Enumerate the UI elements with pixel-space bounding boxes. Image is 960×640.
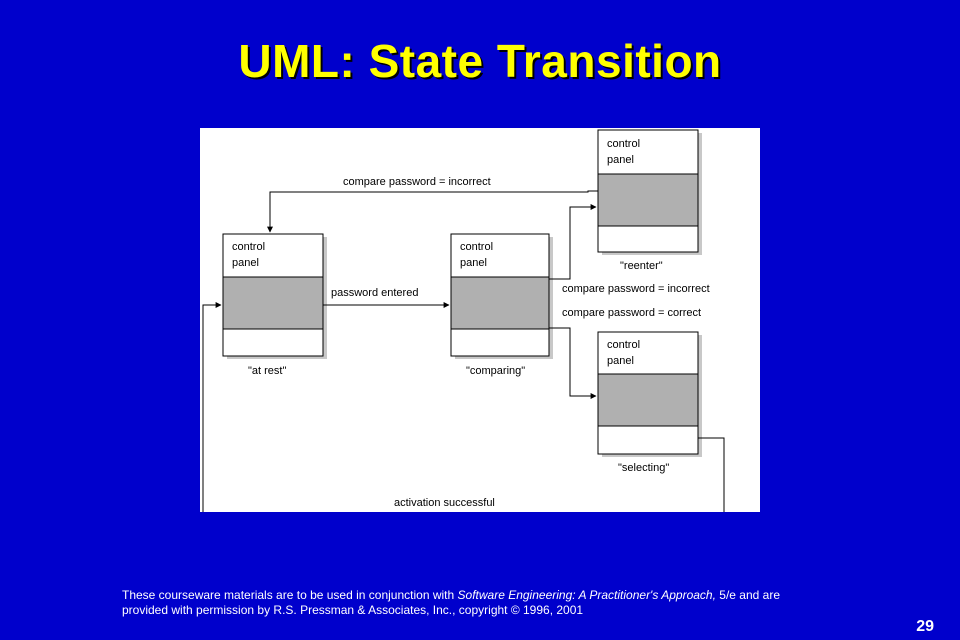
- state-comparing: control panel "comparing": [450, 233, 553, 377]
- transition-label: compare password = correct: [562, 307, 701, 319]
- transition-mid-incorrect: compare password = incorrect: [549, 204, 710, 295]
- state-name-reenter: "reenter": [620, 260, 663, 272]
- state-reenter: control panel "reenter": [597, 129, 702, 272]
- state-label-line2: panel: [607, 154, 634, 166]
- state-diagram: control panel "at rest" control panel "c…: [200, 128, 760, 512]
- transition-password-entered: password entered: [323, 287, 450, 308]
- state-label-line2: panel: [607, 355, 634, 367]
- state-diagram-svg: control panel "at rest" control panel "c…: [202, 129, 725, 512]
- state-label-line2: panel: [232, 257, 259, 269]
- footer-line1-post: 5/e and are: [715, 588, 781, 602]
- state-name-at-rest: "at rest": [248, 365, 286, 377]
- state-name-selecting: "selecting": [618, 462, 669, 474]
- transition-label: compare password = incorrect: [343, 176, 491, 188]
- state-label-line1: control: [232, 241, 265, 253]
- transition-label: activation successful: [394, 497, 495, 509]
- footer-book-title: Software Engineering: A Practitioner's A…: [457, 588, 716, 602]
- state-at-rest: control panel "at rest": [222, 233, 327, 377]
- transition-correct: compare password = correct: [549, 307, 701, 399]
- footer-text: These courseware materials are to be use…: [122, 588, 882, 618]
- state-label-line1: control: [607, 339, 640, 351]
- state-label-line1: control: [607, 138, 640, 150]
- state-name-comparing: "comparing": [466, 365, 525, 377]
- slide-title: UML: State Transition: [238, 35, 722, 87]
- page-number: 29: [916, 618, 934, 635]
- transition-label: compare password = incorrect: [562, 283, 710, 295]
- transition-label: password entered: [331, 287, 418, 299]
- transition-activation: activation successful: [202, 302, 725, 512]
- state-selecting: control panel "selecting": [597, 331, 702, 474]
- transition-top-incorrect: compare password = incorrect: [267, 176, 598, 233]
- footer-line2: provided with permission by R.S. Pressma…: [122, 603, 584, 617]
- state-label-line1: control: [460, 241, 493, 253]
- state-label-line2: panel: [460, 257, 487, 269]
- footer-line1-pre: These courseware materials are to be use…: [122, 588, 458, 602]
